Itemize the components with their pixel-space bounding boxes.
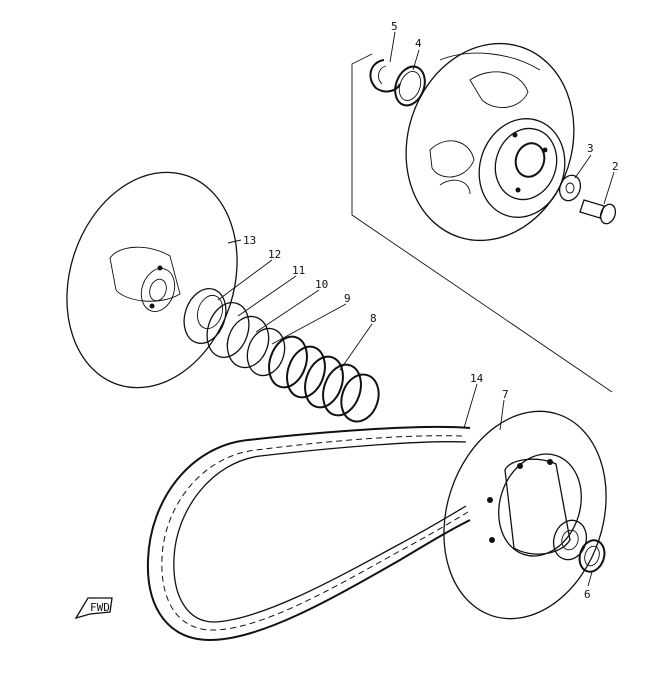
seat-11 bbox=[206, 302, 250, 358]
callout-2: 2 bbox=[612, 160, 619, 173]
washer-3 bbox=[558, 174, 582, 202]
movable-sheave-13 bbox=[66, 171, 238, 389]
front-arrow-icon: FWD bbox=[74, 597, 113, 620]
callout-9: 9 bbox=[344, 292, 351, 305]
callout-13: 13 bbox=[243, 234, 256, 247]
v-belt-14 bbox=[146, 425, 471, 642]
callout-10: 10 bbox=[315, 278, 328, 291]
fixed-sheave bbox=[405, 42, 575, 242]
callout-numbers: 2 3 4 5 6 7 8 9 10 11 12 13 14 bbox=[243, 20, 619, 601]
callout-5: 5 bbox=[391, 20, 398, 33]
ring-4 bbox=[394, 65, 426, 107]
collar-12 bbox=[183, 288, 227, 344]
spring-seat-9 bbox=[246, 327, 286, 377]
callout-3: 3 bbox=[587, 142, 594, 155]
bolt-2 bbox=[579, 199, 617, 225]
leader-lines bbox=[217, 31, 615, 587]
callout-14: 14 bbox=[470, 372, 484, 385]
callout-7: 7 bbox=[502, 388, 509, 401]
callout-11: 11 bbox=[292, 264, 305, 277]
spring-8 bbox=[268, 335, 380, 423]
front-arrow-label: FWD bbox=[90, 601, 110, 614]
callout-12: 12 bbox=[268, 248, 281, 261]
clip-6 bbox=[578, 539, 606, 573]
callout-8: 8 bbox=[370, 312, 377, 325]
washer-10 bbox=[226, 315, 270, 369]
callout-6: 6 bbox=[584, 588, 591, 601]
callout-4: 4 bbox=[415, 37, 422, 50]
inset-frame bbox=[351, 53, 613, 393]
secondary-sheave-7 bbox=[443, 410, 607, 620]
